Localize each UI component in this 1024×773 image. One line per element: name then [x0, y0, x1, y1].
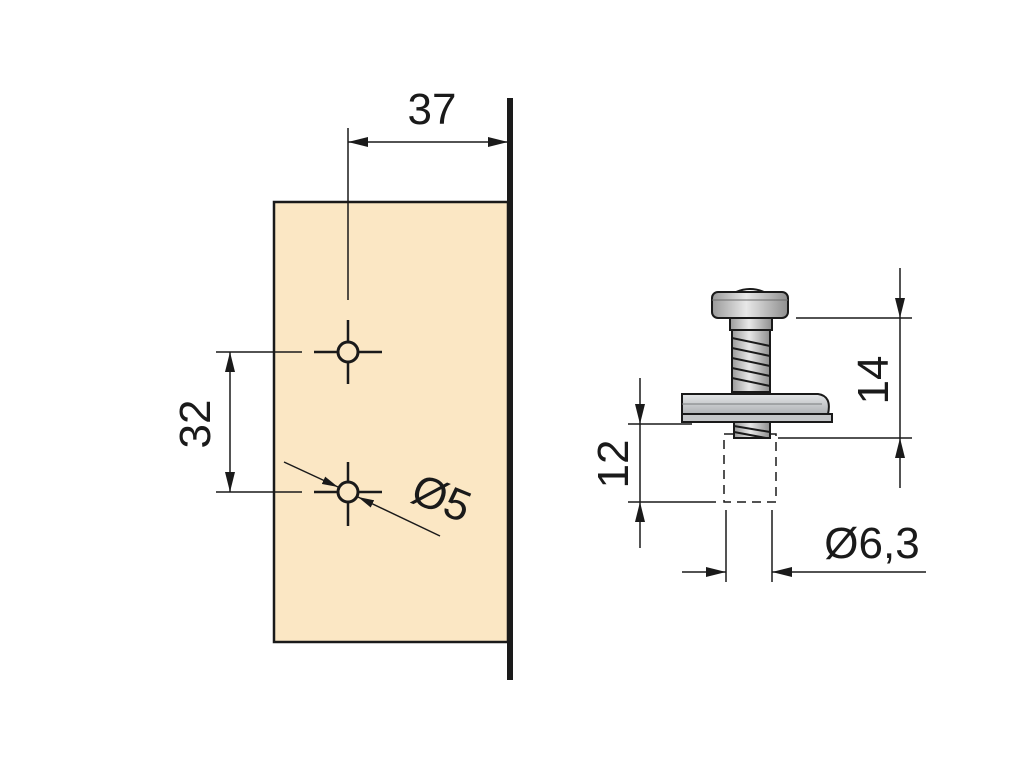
panel-front-view: 37 32 Ø5	[171, 85, 513, 680]
dimension-14: 14	[778, 268, 912, 488]
screw-section-view: 14 12 Ø6,3	[589, 268, 926, 582]
dimension-32: 32	[171, 351, 302, 493]
screw-head	[711, 288, 789, 331]
dimension-12-label: 12	[589, 440, 638, 489]
screw-thread-upper	[731, 329, 771, 393]
dimension-diameter-6-3: Ø6,3	[682, 510, 926, 582]
dimension-32-label: 32	[171, 400, 220, 449]
mounting-plate	[681, 393, 833, 423]
dimension-37-label: 37	[408, 85, 457, 134]
drill-hole-outline	[723, 433, 777, 503]
mounting-hole-lower	[314, 462, 382, 526]
dimension-37: 37	[348, 85, 508, 147]
mounting-hole-upper	[314, 128, 382, 384]
dimension-14-label: 14	[849, 356, 898, 405]
screw-thread-lower	[733, 421, 771, 439]
cabinet-side-panel	[272, 200, 510, 644]
dimension-12: 12	[589, 378, 716, 548]
dimension-diameter-6-3-label: Ø6,3	[824, 519, 919, 568]
